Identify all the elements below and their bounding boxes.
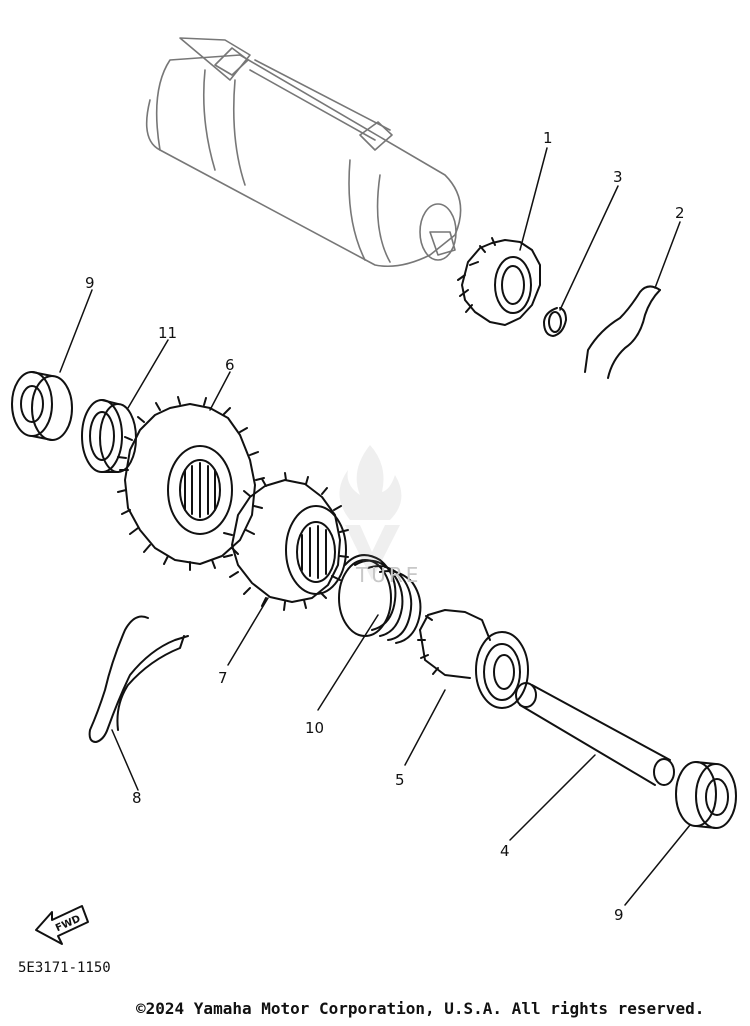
callout-10: 10: [305, 719, 324, 737]
part-6-large-gear: [117, 396, 265, 571]
part-7-medium-gear: [223, 472, 349, 611]
callout-11: 11: [158, 324, 177, 342]
callout-7: 7: [218, 669, 228, 687]
callout-6: 6: [225, 356, 235, 374]
callout-labels: 1 2 3 4 5 6 7 8 9 9 10 11: [85, 129, 685, 924]
copyright-notice: ©2024 Yamaha Motor Corporation, U.S.A. A…: [136, 999, 705, 1018]
callout-5: 5: [395, 771, 405, 789]
part-11-collar: [81, 399, 137, 473]
part-9-bearing-left: [11, 371, 73, 441]
part-1-small-gear: [457, 237, 541, 326]
callout-8: 8: [132, 789, 142, 807]
part-5-clutch-hub: [417, 609, 529, 709]
callout-4: 4: [500, 842, 510, 860]
part-2-spring-clip: [584, 285, 661, 379]
part-4-shaft: [515, 682, 675, 786]
callout-9-right: 9: [614, 906, 624, 924]
fwd-arrow-icon: FWD: [35, 905, 89, 945]
watermark-text: TURE: [356, 563, 422, 587]
callout-9-left: 9: [85, 274, 95, 292]
flame-logo-icon: [339, 445, 402, 580]
leader-lines: [59, 147, 691, 906]
part-8-spring-clip: [88, 615, 189, 743]
callout-2: 2: [675, 204, 685, 222]
diagram-code: 5E3171-1150: [18, 960, 111, 976]
starter-motor: [145, 37, 462, 268]
part-9-bearing-right: [675, 761, 737, 829]
callout-1: 1: [543, 129, 553, 147]
callout-3: 3: [613, 168, 623, 186]
part-3-circlip: [543, 307, 567, 337]
